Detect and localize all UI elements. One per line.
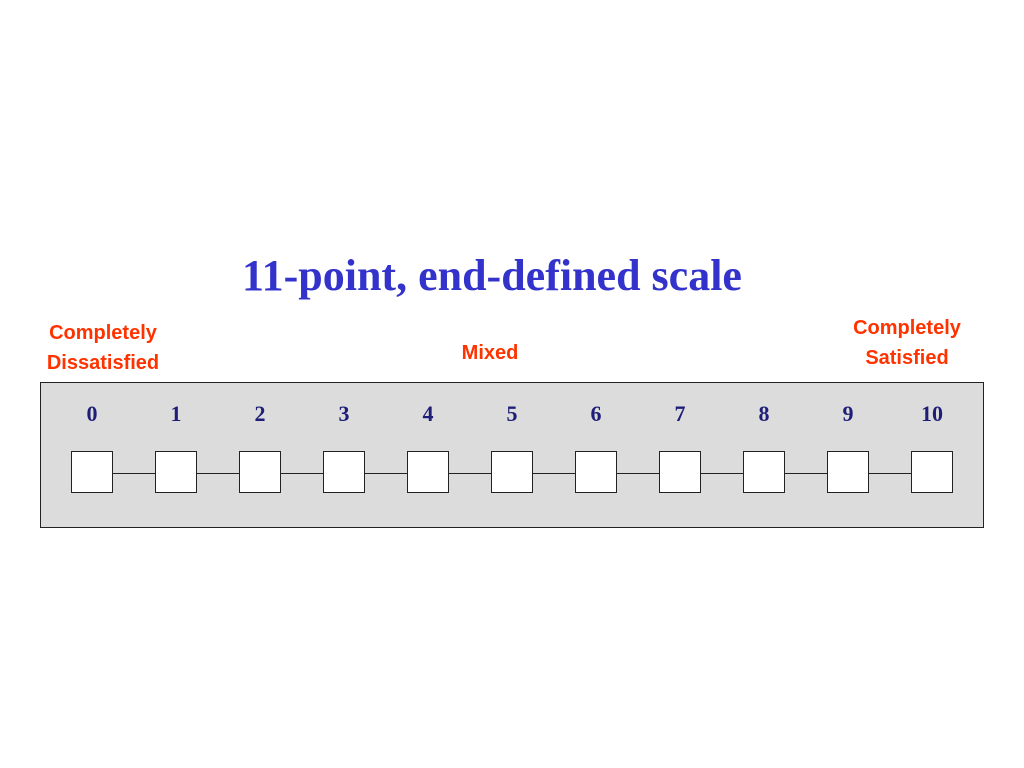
scale-number-1: 1	[170, 401, 182, 426]
scale-number-5: 5	[506, 401, 518, 426]
anchor-completely-satisfied: Completely Satisfied	[826, 313, 988, 373]
scale-number-0: 0	[86, 401, 98, 426]
scale-option-3[interactable]	[323, 451, 365, 493]
scale-number-2: 2	[254, 401, 266, 426]
scale-option-9[interactable]	[827, 451, 869, 493]
scale-number-3: 3	[338, 401, 350, 426]
scale-option-1[interactable]	[155, 451, 197, 493]
anchor-completely-dissatisfied: Completely Dissatisfied	[22, 318, 184, 378]
scale-number-6: 6	[590, 401, 602, 426]
anchor-left-line-2: Dissatisfied	[46, 352, 160, 374]
anchor-right-line-1: Completely	[853, 317, 961, 339]
scale-number-4: 4	[422, 401, 434, 426]
anchor-mid-label: Mixed	[461, 342, 519, 364]
scale-option-8[interactable]	[743, 451, 785, 493]
anchor-right-line-2: Satisfied	[865, 347, 949, 369]
scale-title: 11-point, end-defined scale	[242, 251, 742, 300]
scale-number-7: 7	[674, 401, 686, 426]
anchor-left-line-1: Completely	[49, 322, 157, 344]
scale-number-10: 10	[921, 401, 943, 426]
scale-option-7[interactable]	[659, 451, 701, 493]
scale-option-5[interactable]	[491, 451, 533, 493]
scale-option-4[interactable]	[407, 451, 449, 493]
scale-option-2[interactable]	[239, 451, 281, 493]
scale-option-0[interactable]	[71, 451, 113, 493]
scale-option-10[interactable]	[911, 451, 953, 493]
anchor-mixed: Mixed	[420, 338, 560, 368]
scale-number-8: 8	[758, 401, 770, 426]
scale-number-9: 9	[842, 401, 854, 426]
scale-option-6[interactable]	[575, 451, 617, 493]
